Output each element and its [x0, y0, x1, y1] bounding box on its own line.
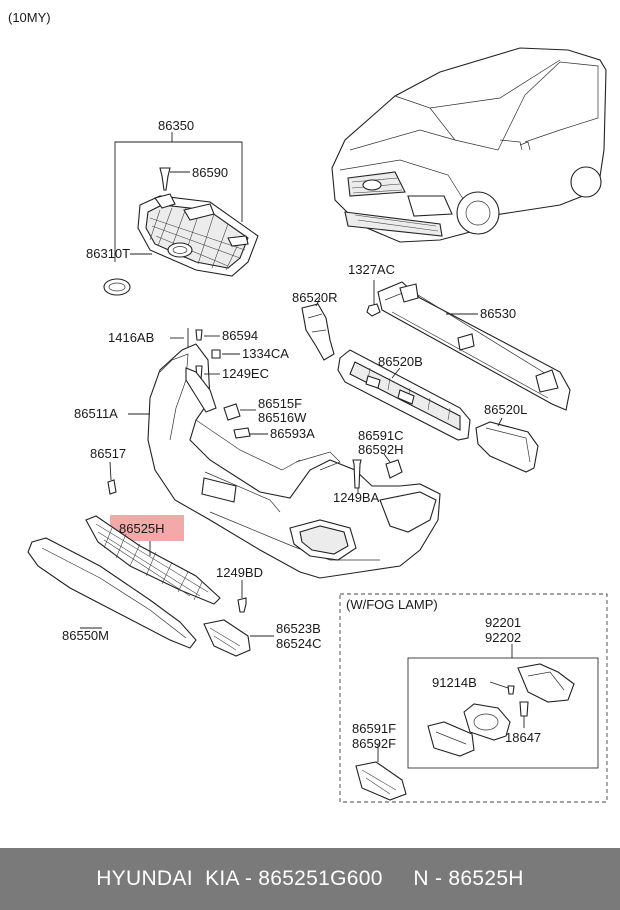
callout-86592h: 86592H: [358, 442, 404, 457]
fog-bezel-86591f-icon: [355, 761, 407, 801]
energy-absorber-icon: [337, 349, 471, 441]
callout-86590: 86590: [192, 165, 228, 180]
bumper-bracket-left-icon: [475, 421, 539, 473]
callout-1327ac: 1327AC: [348, 262, 395, 277]
callout-1416ab: 1416AB: [108, 330, 154, 345]
radiator-grille-assembly: [114, 132, 259, 277]
fog-lamp-icon: [427, 663, 575, 757]
callout-1249ba: 1249BA: [333, 490, 380, 505]
fog-lamp-inner-box: [407, 657, 599, 769]
bolt-1249bd-icon: [237, 597, 247, 613]
callout-86523b: 86523B: [276, 621, 321, 636]
bumper-cover-icon: [147, 343, 441, 579]
fastener-86517-icon: [107, 479, 117, 495]
nut-icon: [366, 303, 381, 317]
bracket-86591c-icon: [385, 459, 403, 479]
callout-86592f: 86592F: [352, 736, 396, 751]
callout-86350: 86350: [158, 118, 194, 133]
callout-86516w: 86516W: [258, 410, 307, 425]
nut-1334ca-icon: [211, 349, 221, 359]
lower-grille-86525h-icon: [85, 515, 221, 605]
part-number-footer: HYUNDAI KIA - 865251G600 N - 86525H: [0, 848, 620, 910]
bulb-18647-icon: [519, 701, 529, 717]
bracket-86515f-icon: [223, 403, 241, 421]
parts-diagram: (10MY): [8, 10, 608, 803]
callout-86511a: 86511A: [74, 406, 118, 421]
grille-clip-icon: [159, 167, 171, 191]
callout-1249ec: 1249EC: [222, 366, 269, 381]
model-year-label: (10MY): [8, 10, 51, 25]
callout-86593a: 86593A: [270, 426, 315, 441]
callout-91214b: 91214B: [432, 675, 477, 690]
callout-86310t: 86310T: [86, 246, 130, 261]
callout-18647: 18647: [505, 730, 541, 745]
callout-86520b: 86520B: [378, 354, 423, 369]
callout-86515f: 86515F: [258, 396, 302, 411]
callout-86550m: 86550M: [62, 628, 109, 643]
bumper-bracket-right-icon: [301, 303, 335, 361]
clip-86593a-icon: [233, 427, 251, 439]
callout-86594: 86594: [222, 328, 258, 343]
fog-cover-86523b-icon: [203, 619, 251, 657]
screw-86594-icon: [195, 329, 203, 341]
fog-lamp-panel: [339, 593, 608, 803]
fog-lamp-title: (W/FOG LAMP): [346, 597, 438, 612]
screw-91214b-icon: [507, 685, 515, 695]
callout-86520r: 86520R: [292, 290, 338, 305]
callout-92202: 92202: [485, 630, 521, 645]
bolt-1249ba-icon: [352, 459, 362, 489]
lower-trim-86550m-icon: [27, 537, 197, 649]
callout-86591f: 86591F: [352, 721, 396, 736]
emblem-icon: [103, 278, 131, 296]
callout-86530: 86530: [480, 306, 516, 321]
callout-92201: 92201: [485, 615, 521, 630]
callout-86517: 86517: [90, 446, 126, 461]
callout-86524c: 86524C: [276, 636, 322, 651]
callout-86591c: 86591C: [358, 428, 404, 443]
callout-1249bd: 1249BD: [216, 565, 263, 580]
callout-86525h: 86525H: [119, 521, 165, 536]
callout-labels: 86350 86590 86310T 1327AC 86520R 86530 1…: [62, 118, 541, 751]
callout-86520l: 86520L: [484, 402, 527, 417]
bumper-beam-icon: [377, 281, 571, 411]
car-illustration-icon: [331, 47, 607, 243]
callout-1334ca: 1334CA: [242, 346, 289, 361]
